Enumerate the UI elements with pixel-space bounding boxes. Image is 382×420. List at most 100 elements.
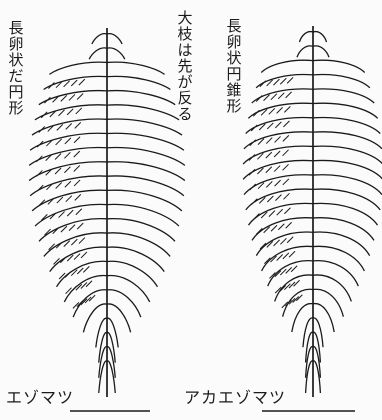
akaezomatsu-branch (256, 75, 313, 88)
ezomatsu-needle-hatch (55, 153, 61, 159)
ezomatsu-needle-hatch (71, 239, 77, 245)
akaezomatsu-branch (313, 146, 382, 164)
akaezomatsu-branch (313, 275, 351, 301)
akaezomatsu-needle-hatch (266, 167, 272, 173)
ezomatsu-branch (107, 76, 170, 89)
ezomatsu-needle-hatch (81, 252, 87, 258)
ezomatsu-needle-hatch (64, 167, 70, 173)
ezomatsu-needle-hatch (83, 266, 89, 272)
akaezomatsu-needle-hatch (249, 154, 255, 160)
akaezomatsu-branch (313, 75, 370, 88)
akaezomatsu-needle-hatch (283, 253, 289, 259)
akaezomatsu-needle-hatch (273, 79, 279, 85)
akaezomatsu-needle-hatch (266, 181, 272, 187)
ezomatsu-needle-hatch (71, 286, 77, 292)
ezomatsu-needle-hatch (86, 281, 92, 287)
ezomatsu-branch (92, 34, 107, 44)
ezomatsu-needle-hatch (79, 79, 85, 85)
akaezomatsu-needle-hatch (286, 222, 292, 228)
akaezomatsu-needle-hatch (274, 151, 280, 157)
akaezomatsu-branch (292, 304, 313, 332)
left-crown-shape-label: 長卵状だ円形 (8, 20, 24, 116)
ezomatsu-needle-hatch (56, 183, 62, 189)
ezomatsu-branch (107, 147, 185, 165)
akaezomatsu-branch (243, 160, 313, 179)
akaezomatsu-needle-hatch (277, 209, 283, 215)
ezomatsu-needle-hatch (79, 238, 85, 244)
ezomatsu-needle-hatch (77, 94, 83, 100)
ezomatsu-branch (107, 162, 185, 181)
ezomatsu-needle-hatch (77, 223, 83, 229)
akaezomatsu-needle-hatch (289, 251, 295, 257)
akaezomatsu-needle-hatch (283, 164, 289, 170)
akaezomatsu-needle-hatch (287, 237, 293, 243)
ezomatsu-needle-hatch (74, 254, 80, 260)
akaezomatsu-branch (243, 146, 313, 164)
akaezomatsu-needle-hatch (283, 121, 289, 127)
ezomatsu-needle-hatch (57, 124, 63, 130)
ezomatsu-needle-hatch (64, 152, 70, 158)
ezomatsu-needle-hatch (74, 180, 80, 186)
akaezomatsu-needle-hatch (251, 199, 257, 205)
ezomatsu-branch (107, 190, 182, 211)
ezomatsu-branch (107, 105, 179, 120)
ezomatsu-needle-hatch (75, 122, 81, 128)
akaezomatsu-branch (313, 218, 374, 241)
akaezomatsu-branch (313, 232, 370, 256)
akaezomatsu-branch (313, 261, 358, 287)
ezomatsu-needle-hatch (44, 97, 50, 103)
ezomatsu-branch (44, 76, 107, 89)
akaezomatsu-needle-hatch (269, 108, 275, 114)
akaezomatsu-needle-hatch (274, 166, 280, 172)
ezomatsu-branch (29, 147, 107, 165)
akaezomatsu-branch (313, 246, 364, 271)
ezomatsu-needle-hatch (74, 151, 80, 157)
akaezomatsu-branch (248, 103, 313, 118)
ezomatsu-needle-hatch (58, 110, 64, 116)
ezomatsu-branch (107, 48, 125, 59)
ezomatsu-branch (107, 290, 141, 317)
akaezomatsu-needle-hatch (283, 150, 289, 156)
akaezomatsu-needle-hatch (294, 280, 300, 286)
akaezomatsu-branch (313, 103, 378, 118)
ezomatsu-branch (30, 176, 107, 196)
ezomatsu-needle-hatch (55, 168, 61, 174)
ezomatsu-needle-hatch (67, 109, 73, 115)
akaezomatsu-branch (313, 46, 329, 57)
akaezomatsu-needle-hatch (266, 152, 272, 158)
akaezomatsu-needle-hatch (284, 106, 290, 112)
akaezomatsu-branch (313, 304, 334, 332)
right-crown-shape-label: 長卵状円錐形 (226, 18, 242, 114)
ezomatsu-needle-hatch (56, 139, 62, 145)
akaezomatsu-branch (261, 60, 313, 72)
akaezomatsu-needle-hatch (267, 123, 273, 129)
ezomatsu-needle-hatch (76, 209, 82, 215)
akaezomatsu-needle-hatch (271, 94, 277, 100)
ezomatsu-needle-hatch (65, 271, 71, 277)
akaezomatsu-needle-hatch (284, 208, 290, 214)
akaezomatsu-branch (299, 32, 313, 42)
ezomatsu-branch (83, 304, 107, 332)
akaezomatsu-needle-hatch (283, 193, 289, 199)
ezomatsu-needle-hatch (65, 181, 71, 187)
akaezomatsu-needle-hatch (280, 78, 286, 84)
ezomatsu-needle-hatch (41, 112, 47, 118)
akaezomatsu-needle-hatch (271, 225, 277, 231)
akaezomatsu-needle-hatch (286, 92, 292, 98)
ezomatsu-branch (107, 176, 184, 196)
akaezomatsu-needle-hatch (283, 179, 289, 185)
ezomatsu-needle-hatch (61, 95, 67, 101)
akaezomatsu-needle-hatch (275, 180, 281, 186)
ezomatsu-branch (107, 304, 131, 332)
akaezomatsu-needle-hatch (287, 77, 293, 83)
ezomatsu-branch (39, 91, 107, 105)
akaezomatsu-needle-hatch (275, 195, 281, 201)
akaezomatsu-needle-hatch (266, 138, 272, 144)
ezomatsu-needle-hatch (67, 210, 73, 216)
akaezomatsu-needle-hatch (249, 169, 255, 175)
akaezomatsu-needle-hatch (289, 282, 295, 288)
ezomatsu-branch (107, 34, 122, 44)
ezomatsu-needle-hatch (57, 197, 63, 203)
ezomatsu-branch (89, 48, 107, 59)
